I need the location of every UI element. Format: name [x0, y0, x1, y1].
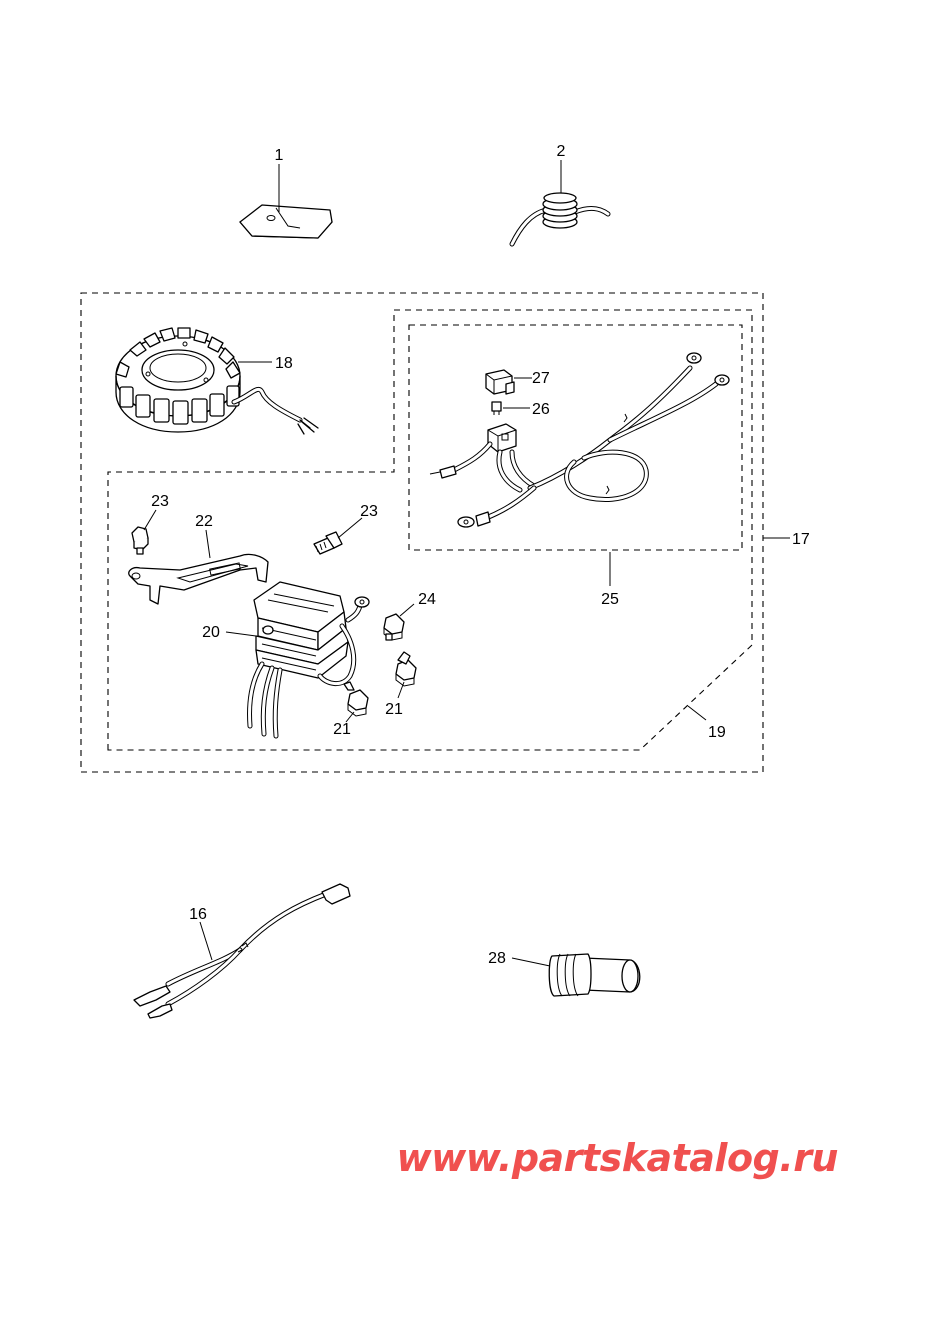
part-18-stator	[115, 327, 319, 435]
part-27-relay	[485, 369, 515, 395]
leader-24	[399, 603, 415, 617]
part-25-harness	[429, 352, 730, 528]
label-23-right: 23	[360, 503, 378, 520]
group-19-outline	[107, 309, 753, 751]
leader-23-left	[143, 509, 157, 531]
part-16-wire-lead	[133, 883, 351, 1019]
label-24: 24	[418, 591, 436, 608]
leader-16	[199, 921, 213, 961]
leader-22	[205, 529, 211, 559]
label-1: 1	[275, 147, 284, 164]
label-21-left: 21	[333, 721, 351, 738]
watermark-text: www.partskatalog.ru	[397, 1136, 838, 1180]
leader-28	[511, 957, 551, 967]
label-22: 22	[195, 513, 213, 530]
part-23-screw-right	[313, 531, 343, 555]
part-21-bolt-right	[395, 651, 417, 687]
label-25: 25	[601, 591, 619, 608]
part-1-pad	[239, 204, 333, 239]
leader-21-right	[397, 681, 405, 699]
leader-21-left	[345, 711, 355, 723]
leader-19	[687, 705, 707, 721]
part-26-fuse	[491, 401, 502, 415]
part-28-fitting	[548, 953, 641, 997]
label-26: 26	[532, 401, 550, 418]
label-20: 20	[202, 624, 220, 641]
part-24-bolt	[383, 613, 405, 641]
group-25-outline	[408, 324, 743, 551]
label-28: 28	[488, 950, 506, 967]
label-27: 27	[532, 370, 550, 387]
label-2: 2	[557, 143, 566, 160]
label-23-left: 23	[151, 493, 169, 510]
leader-20	[225, 631, 257, 637]
label-16: 16	[189, 906, 207, 923]
part-2-spring-wire	[509, 192, 611, 247]
label-19: 19	[708, 724, 726, 741]
label-17: 17	[792, 531, 810, 548]
group-17-outline	[80, 292, 764, 773]
part-20-regulator	[247, 581, 370, 739]
part-21-bolt-left	[343, 681, 369, 717]
leader-23-right	[337, 517, 363, 539]
part-23-bolt-left	[131, 526, 149, 555]
part-22-bracket	[128, 553, 269, 605]
label-21-right: 21	[385, 701, 403, 718]
label-18: 18	[275, 355, 293, 372]
